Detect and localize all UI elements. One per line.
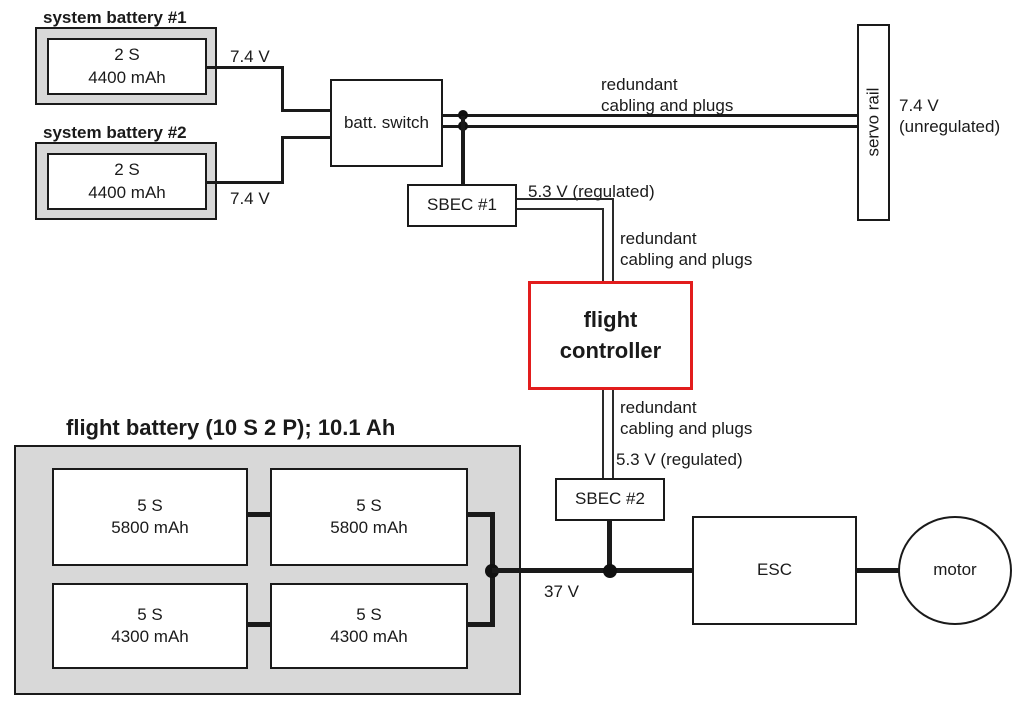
system-battery-1-cell: 2 S 4400 mAh <box>47 38 207 95</box>
batt-switch-label: batt. switch <box>343 112 430 132</box>
motor-circle: motor <box>898 516 1012 625</box>
wire-sbec1-fc-lower-h <box>517 208 604 210</box>
redundant-cabling-label-bottom: redundant cabling and plugs <box>620 398 753 439</box>
wire-battery1-out <box>206 66 284 69</box>
system-battery-2-voltage-label: 7.4 V <box>230 189 270 208</box>
wire-fc-sbec2-right <box>612 390 614 478</box>
wire-37v-bus <box>492 568 692 573</box>
system-battery-2-title: system battery #2 <box>43 123 187 142</box>
servo-rail-voltage-label: 7.4 V (unregulated) <box>899 96 1001 137</box>
flight-battery-cell-bl: 5 S 4300 mAh <box>52 583 248 669</box>
esc-box: ESC <box>692 516 857 625</box>
wire-cells-top-series <box>246 512 272 517</box>
wire-battery2-out <box>206 181 284 184</box>
sbec2-box: SBEC #2 <box>555 478 665 521</box>
esc-label: ESC <box>757 560 792 580</box>
sbec2-output-label: 5.3 V (regulated) <box>616 450 743 469</box>
wire-sbec1-fc-upper-h <box>517 198 614 200</box>
wire-esc-to-motor <box>855 568 901 573</box>
wire-rail-1 <box>443 114 857 117</box>
batt-switch-box: batt. switch <box>330 79 443 167</box>
system-battery-1-title: system battery #1 <box>43 8 187 27</box>
system-battery-2-cell: 2 S 4400 mAh <box>47 153 207 210</box>
wire-fc-sbec2-left <box>602 390 604 478</box>
junction-dot-sbec2-tap <box>603 564 617 578</box>
wire-battery1-to-switch <box>281 109 330 112</box>
wire-cells-bottom-series <box>246 622 272 627</box>
sbec1-output-label: 5.3 V (regulated) <box>528 182 655 201</box>
wire-to-sbec1 <box>461 116 465 184</box>
flight-battery-cell-tr: 5 S 5800 mAh <box>270 468 468 566</box>
flight-battery-title: flight battery (10 S 2 P); 10.1 Ah <box>66 415 396 440</box>
sbec1-label: SBEC #1 <box>427 195 497 215</box>
wire-cell-tr-out <box>468 512 495 517</box>
wire-rail-2 <box>443 125 857 128</box>
servo-rail-label: servo rail <box>863 88 883 157</box>
flight-controller-box: flight controller <box>528 281 693 390</box>
wire-battery2-up <box>281 136 284 184</box>
flight-battery-cell-br: 5 S 4300 mAh <box>270 583 468 669</box>
wire-sbec1-fc-upper-v <box>612 198 614 281</box>
bus-voltage-label: 37 V <box>544 582 579 601</box>
redundant-cabling-label-top: redundant cabling and plugs <box>601 75 734 116</box>
sbec2-label: SBEC #2 <box>575 489 645 509</box>
wire-cell-br-out <box>468 622 495 627</box>
flight-battery-cell-tl: 5 S 5800 mAh <box>52 468 248 566</box>
wire-sbec2-to-bus <box>607 521 612 571</box>
wire-battery2-to-switch <box>281 136 330 139</box>
servo-rail-box: servo rail <box>857 24 890 221</box>
wire-battery1-down <box>281 66 284 112</box>
junction-dot-rail-1 <box>458 110 468 120</box>
system-battery-1-voltage-label: 7.4 V <box>230 47 270 66</box>
wire-sbec1-fc-lower-v <box>602 208 604 281</box>
redundant-cabling-label-mid: redundant cabling and plugs <box>620 229 753 270</box>
sbec1-box: SBEC #1 <box>407 184 517 227</box>
motor-label: motor <box>933 560 977 580</box>
